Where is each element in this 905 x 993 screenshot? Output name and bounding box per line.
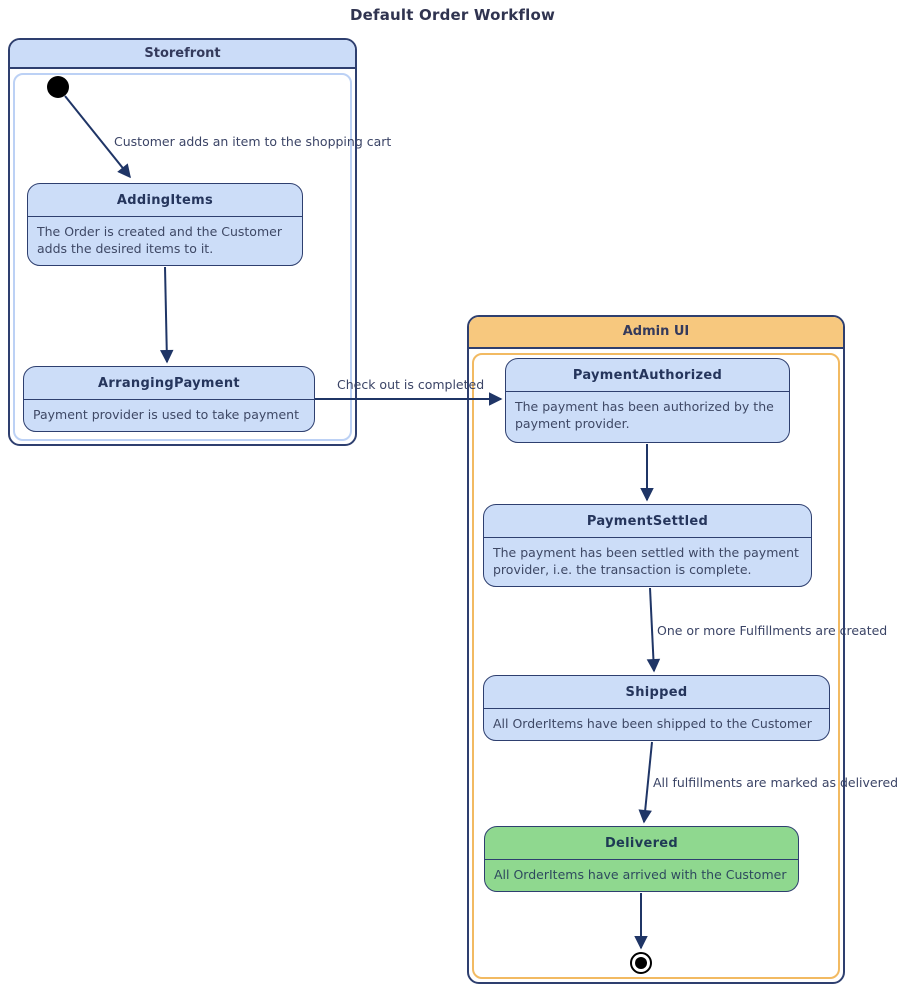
state-delivered-description: All OrderItems have arrived with the Cus…: [494, 867, 787, 882]
initial-state-dot: [47, 76, 69, 98]
diagram-title: Default Order Workflow: [349, 6, 556, 24]
final-state: [630, 952, 652, 974]
state-arrangingpayment-description: Payment provider is used to take payment: [33, 407, 299, 422]
state-addingitems-title: AddingItems: [28, 184, 302, 217]
state-paymentsettled: PaymentSettled The payment has been sett…: [483, 504, 812, 587]
state-shipped: Shipped All OrderItems have been shipped…: [483, 675, 830, 741]
state-arrangingpayment: ArrangingPayment Payment provider is use…: [23, 366, 315, 432]
state-delivered-title: Delivered: [485, 827, 798, 860]
state-shipped-description: All OrderItems have been shipped to the …: [493, 716, 812, 731]
state-paymentauthorized-title: PaymentAuthorized: [506, 359, 789, 392]
admin-ui-header: Admin UI: [469, 317, 843, 349]
state-arrangingpayment-title: ArrangingPayment: [24, 367, 314, 400]
state-paymentauthorized-description: The payment has been authorized by the p…: [515, 399, 774, 431]
storefront-header: Storefront: [10, 40, 355, 69]
transition-label-add-item: Customer adds an item to the shopping ca…: [114, 134, 392, 149]
admin-ui-title: Admin UI: [622, 324, 690, 339]
state-paymentauthorized: PaymentAuthorized The payment has been a…: [505, 358, 790, 443]
state-addingitems: AddingItems The Order is created and the…: [27, 183, 303, 266]
transition-label-checkout-completed: Check out is completed: [337, 377, 485, 392]
state-paymentsettled-title: PaymentSettled: [484, 505, 811, 538]
transition-label-marked-delivered: All fulfillments are marked as delivered: [653, 775, 899, 790]
storefront-title: Storefront: [144, 46, 221, 61]
transition-label-fulfillments-created: One or more Fulfillments are created: [657, 623, 888, 638]
state-addingitems-description: The Order is created and the Customer ad…: [37, 224, 282, 256]
final-state-dot: [635, 957, 647, 969]
state-delivered: Delivered All OrderItems have arrived wi…: [484, 826, 799, 892]
state-shipped-title: Shipped: [484, 676, 829, 709]
state-paymentsettled-description: The payment has been settled with the pa…: [493, 545, 799, 577]
